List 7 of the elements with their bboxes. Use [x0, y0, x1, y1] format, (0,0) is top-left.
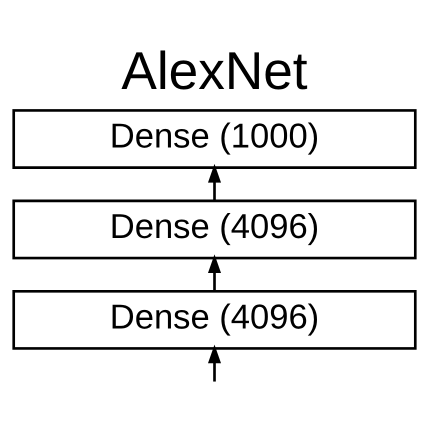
arrow: [208, 344, 222, 382]
node-box: Dense (1000): [12, 109, 417, 169]
diagram-title: AlexNet: [121, 42, 308, 102]
node-box: Dense (4096): [12, 200, 417, 260]
node-box: Dense (4096): [12, 290, 417, 350]
arrow: [208, 254, 222, 292]
arrow: [208, 164, 222, 201]
